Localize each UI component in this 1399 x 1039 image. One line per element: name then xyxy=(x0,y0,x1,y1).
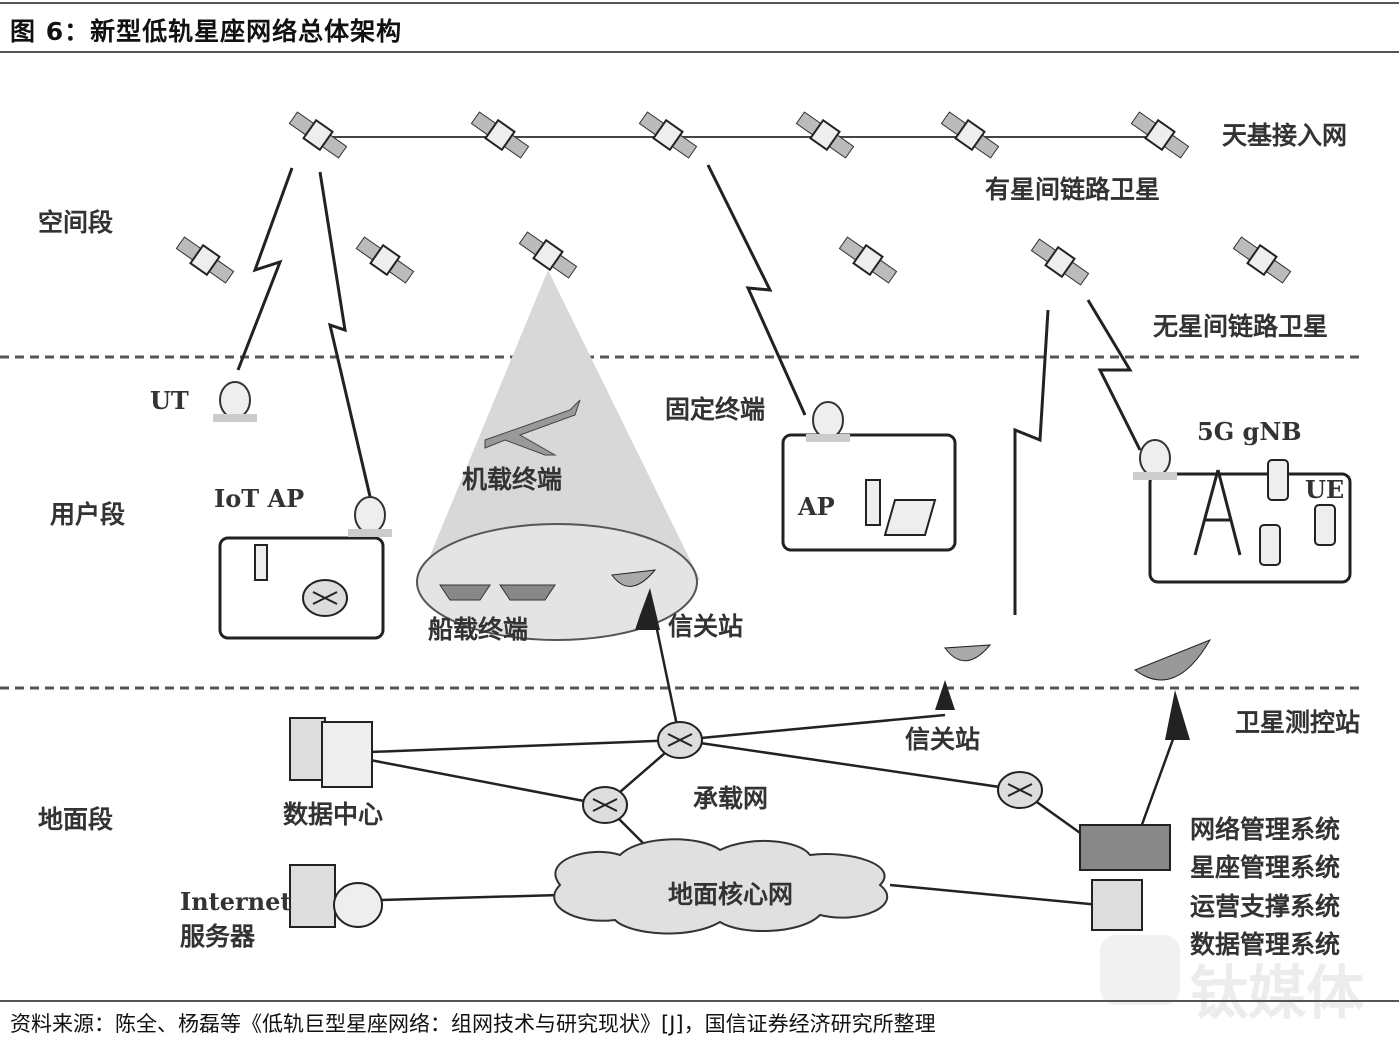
system-label: 运营支撑系统 xyxy=(1190,892,1341,921)
ap-box xyxy=(781,433,957,552)
management-building-icon xyxy=(1079,824,1171,871)
data-center-label: 数据中心 xyxy=(283,800,384,829)
phone-icon xyxy=(1259,524,1281,566)
phone-icon xyxy=(1267,459,1289,501)
iot-ap-antenna-icon xyxy=(254,544,268,581)
management-server-icon xyxy=(1091,879,1143,931)
ap-label: AP xyxy=(798,492,835,521)
fixed-terminal-label: 固定终端 xyxy=(665,395,766,424)
gnb-label: 5G gNB xyxy=(1197,417,1302,446)
laptop-icon xyxy=(883,499,937,536)
user-terminal-icon xyxy=(348,496,392,537)
satellite-icon xyxy=(355,236,415,284)
satellite-icon xyxy=(638,111,698,159)
gateway-dish-icon xyxy=(935,644,992,710)
internet-server-icon xyxy=(289,864,383,928)
no-isl-satellite-label: 无星间链路卫星 xyxy=(1153,312,1329,341)
watermark-text: 钛媒体 xyxy=(1190,959,1365,1027)
system-label: 星座管理系统 xyxy=(1190,853,1341,882)
router-icon xyxy=(997,771,1043,809)
router-icon xyxy=(302,579,348,617)
watermark-logo xyxy=(1100,935,1180,1005)
user-terminal-icon xyxy=(213,381,257,422)
segment-space-label: 空间段 xyxy=(38,208,114,237)
segment-ground-label: 地面段 xyxy=(38,805,114,834)
internet-label: Internet xyxy=(180,887,292,916)
airborne-terminal-label: 机载终端 xyxy=(462,465,563,494)
iot-box xyxy=(218,536,385,640)
ut-label: UT xyxy=(150,386,189,415)
satellite-icon xyxy=(288,111,348,159)
gateway-station-label-1: 信关站 xyxy=(668,612,744,641)
bearer-network-label: 承载网 xyxy=(693,784,769,813)
satellite-icon xyxy=(795,111,855,159)
ap-antenna-icon xyxy=(865,479,881,526)
top-rule xyxy=(0,2,1399,4)
gateway-dish-icon xyxy=(611,569,660,630)
system-label: 数据管理系统 xyxy=(1190,930,1341,959)
link-fixed xyxy=(706,164,807,416)
iot-ap-label: IoT AP xyxy=(214,484,305,513)
airplane-icon xyxy=(484,399,581,456)
satellite-icon xyxy=(1130,111,1190,159)
link-ut xyxy=(236,167,294,371)
ue-label: UE xyxy=(1305,475,1345,504)
data-center-icon xyxy=(289,717,373,788)
satellite-icon xyxy=(838,236,898,284)
figure-title: 图 6：新型低轨星座网络总体架构 xyxy=(10,17,403,46)
radio-links xyxy=(236,164,1142,615)
satellite-icon xyxy=(1030,238,1090,286)
user-terminal-icon xyxy=(806,401,850,442)
gateway-station-label-2: 信关站 xyxy=(905,725,981,754)
source-caption: 资料来源：陈全、杨磊等《低轨巨型星座网络：组网技术与研究现状》[J]，国信证券经… xyxy=(10,1012,936,1036)
link-gnb xyxy=(1086,299,1142,451)
isl-satellite-label: 有星间链路卫星 xyxy=(985,175,1161,204)
gnb-box xyxy=(1148,472,1352,584)
ship-icon xyxy=(439,584,556,601)
satellite-beam xyxy=(420,270,700,580)
segment-user-label: 用户段 xyxy=(50,500,126,529)
link-gateway xyxy=(1013,309,1050,615)
router-icon xyxy=(582,786,628,824)
bottom-rule xyxy=(0,1000,1399,1002)
link-iot xyxy=(318,171,374,506)
user-terminal-icon xyxy=(1133,439,1177,480)
router-icon xyxy=(657,721,703,759)
ttc-station-label: 卫星测控站 xyxy=(1235,708,1361,737)
beam-footprint xyxy=(416,523,698,641)
ship-terminal-label: 船载终端 xyxy=(428,615,529,644)
core-network-cloud xyxy=(553,838,889,935)
satellite-icon xyxy=(518,231,578,279)
satellite-icon xyxy=(940,111,1000,159)
phone-icon xyxy=(1314,504,1336,546)
core-network-label: 地面核心网 xyxy=(668,880,794,909)
system-label: 网络管理系统 xyxy=(1190,815,1341,844)
satellite-icon xyxy=(470,111,530,159)
server-label: 服务器 xyxy=(180,922,256,951)
title-rule xyxy=(0,51,1399,53)
ttc-antenna-icon xyxy=(1133,638,1212,740)
cell-tower-icon xyxy=(1193,469,1242,556)
access-network-label: 天基接入网 xyxy=(1222,121,1348,150)
satellite-icon xyxy=(1232,236,1292,284)
satellite-icon xyxy=(175,236,235,284)
